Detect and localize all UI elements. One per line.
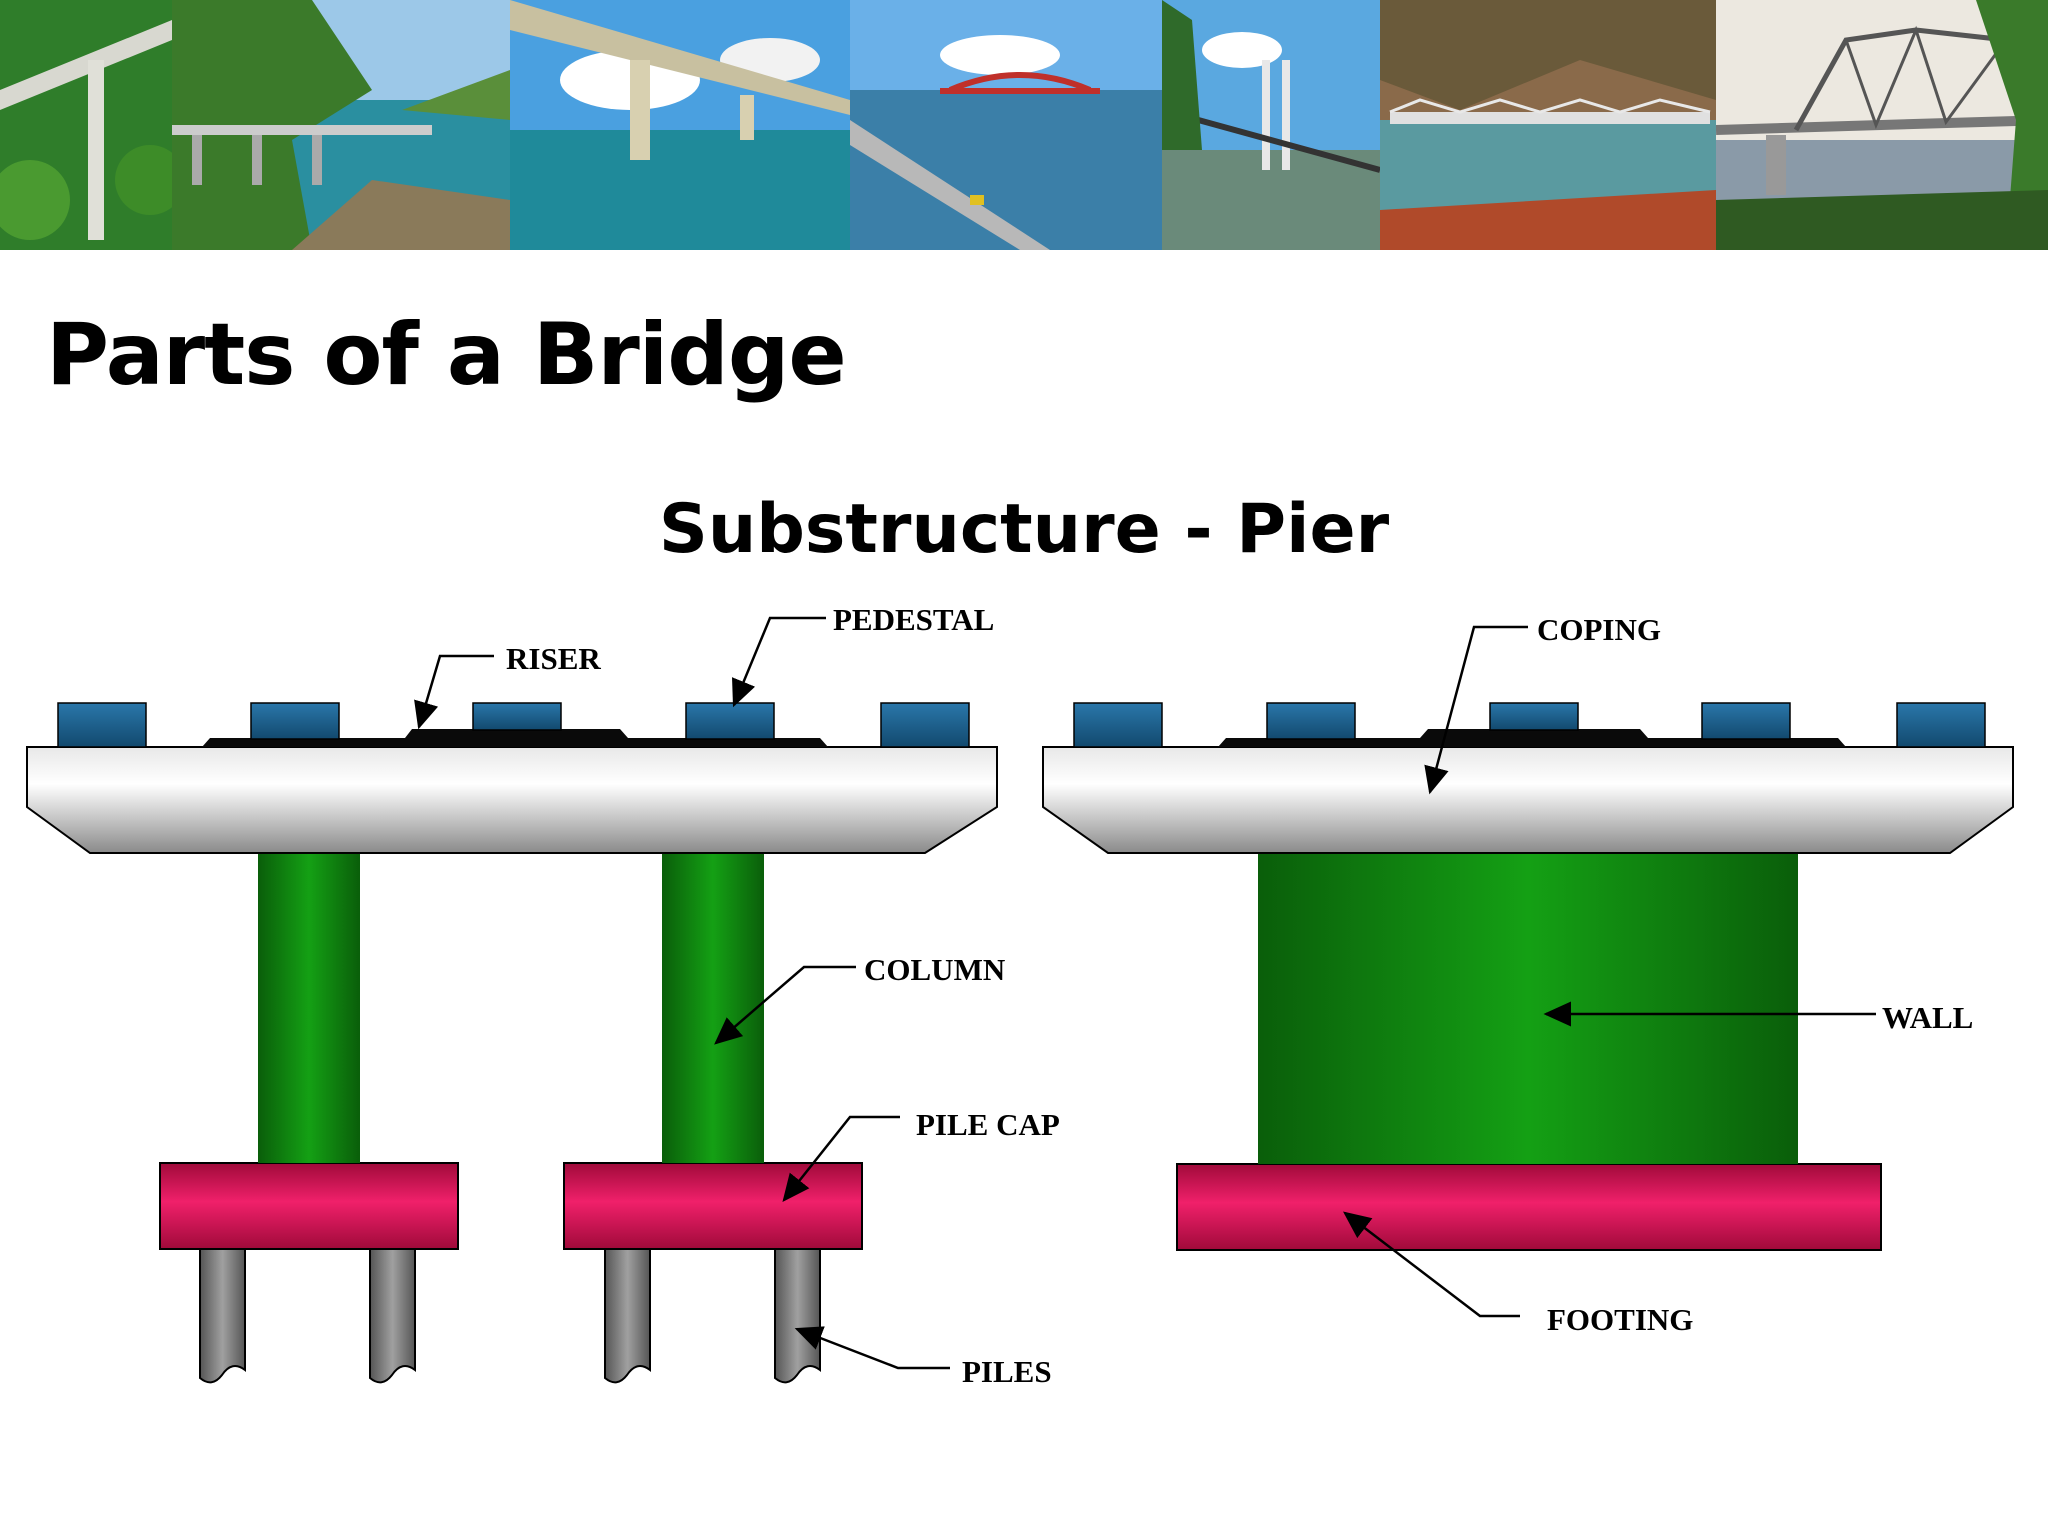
pile-cap-right	[564, 1163, 862, 1249]
piles	[200, 1227, 820, 1382]
pedestal-label: PEDESTAL	[833, 602, 994, 637]
piles-label: PILES	[962, 1354, 1052, 1389]
riser-label: RISER	[506, 641, 601, 676]
right-pier	[1043, 703, 2013, 1250]
coping-label: COPING	[1537, 612, 1661, 647]
left-pier	[27, 703, 997, 1382]
column-right	[662, 850, 764, 1163]
footing	[1177, 1164, 1881, 1250]
wall-label: WALL	[1882, 1000, 1973, 1035]
coping-right	[1043, 747, 2013, 853]
pedestal-leader	[734, 618, 826, 705]
footing-label: FOOTING	[1547, 1302, 1693, 1337]
wall	[1258, 852, 1798, 1164]
pile-cap-left	[160, 1163, 458, 1249]
column-label: COLUMN	[864, 952, 1005, 987]
pile-cap-label: PILE CAP	[916, 1107, 1060, 1142]
column-left	[258, 850, 360, 1163]
coping-left	[27, 747, 997, 853]
